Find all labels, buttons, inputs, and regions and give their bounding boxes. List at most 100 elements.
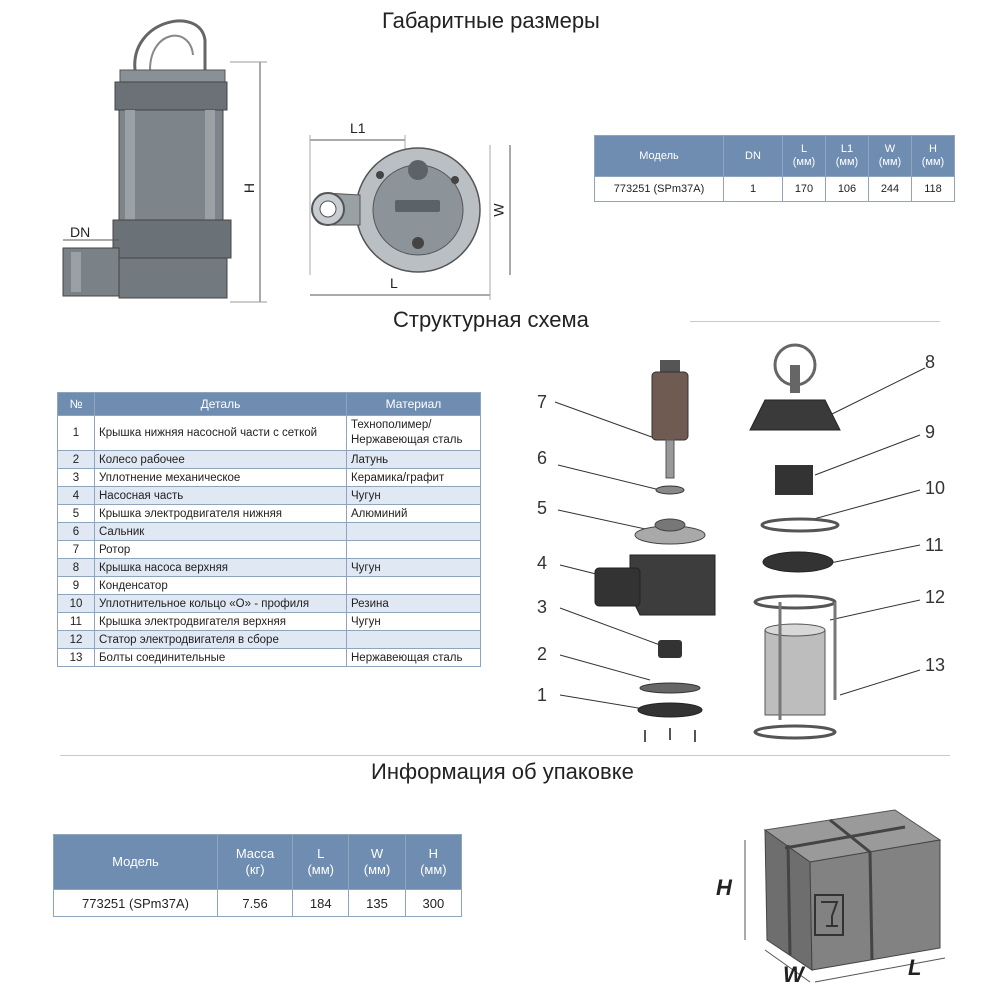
dimensions-table: Модель DN L(мм) L1(мм) W(мм) H(мм) 77325… (594, 135, 955, 202)
dim-label-l1: L1 (350, 120, 366, 136)
part-name: Сальник (94, 522, 347, 541)
callout-3: 3 (537, 597, 548, 617)
dim-cell-l1: 106 (825, 176, 869, 202)
pack-header-l: L(мм) (292, 834, 350, 890)
table-row: 1 Крышка нижняя насосной части с сеткой … (57, 415, 481, 451)
part-number: 6 (57, 522, 95, 541)
part-material (346, 630, 481, 649)
dim-header-w: W(мм) (868, 135, 912, 177)
part-material: Алюминий (346, 504, 481, 523)
callout-2: 2 (537, 644, 548, 664)
part-number: 11 (57, 612, 95, 631)
packaging-table: Модель Масса(кг) L(мм) W(мм) H(мм) 77325… (53, 834, 463, 917)
part-name: Уплотнительное кольцо «О» - профиля (94, 594, 347, 613)
table-row: 4 Насосная часть Чугун (57, 486, 481, 505)
part-name: Насосная часть (94, 486, 347, 505)
dim-cell-h: 118 (911, 176, 955, 202)
part-material: Нержавеющая сталь (346, 648, 481, 667)
parts-header-no: № (57, 392, 95, 416)
dim-cell-dn: 1 (723, 176, 783, 202)
part-name: Конденсатор (94, 576, 347, 595)
callout-10: 10 (925, 478, 946, 498)
box-label-l: L (908, 955, 922, 980)
pack-header-mass: Масса(кг) (216, 834, 294, 890)
divider-2 (60, 755, 950, 756)
part-number: 10 (57, 594, 95, 613)
table-row: 13 Болты соединительные Нержавеющая стал… (57, 648, 481, 667)
table-row: 2 Колесо рабочее Латунь (57, 450, 481, 469)
callout-12: 12 (925, 587, 946, 607)
part-number: 13 (57, 648, 95, 667)
divider-1 (690, 321, 940, 322)
callout-13: 13 (925, 655, 946, 675)
part-name: Колесо рабочее (94, 450, 347, 469)
pack-cell-model: 773251 (SPm37A) (53, 889, 218, 917)
dim-cell-w: 244 (868, 176, 912, 202)
part-material: Латунь (346, 450, 481, 469)
part-number: 9 (57, 576, 95, 595)
part-name: Болты соединительные (94, 648, 347, 667)
dim-header-l: L(мм) (782, 135, 826, 177)
part-number: 8 (57, 558, 95, 577)
part-material: Технополимер/ Нержавеющая сталь (346, 415, 481, 451)
part-material: Керамика/графит (346, 468, 481, 487)
dim-label-l: L (390, 275, 398, 291)
box-drawing (744, 809, 946, 983)
pump-top-drawing (309, 135, 511, 300)
dim-header-l1: L1(мм) (825, 135, 869, 177)
table-row: 5 Крышка электродвигателя нижняя Алюмини… (57, 504, 481, 523)
parts-table: № Деталь Материал 1 Крышка нижняя насосн… (57, 392, 481, 667)
callout-8: 8 (925, 352, 936, 372)
pack-cell-l: 184 (292, 889, 350, 917)
pack-cell-h: 300 (404, 889, 463, 917)
table-row: 12 Статор электродвигателя в сборе (57, 630, 481, 649)
callout-7: 7 (537, 392, 548, 412)
pack-header-h: H(мм) (404, 834, 463, 890)
table-row: 10 Уплотнительное кольцо «О» - профиля Р… (57, 594, 481, 613)
part-material: Чугун (346, 486, 481, 505)
callout-9: 9 (925, 422, 936, 442)
parts-header-part: Деталь (94, 392, 347, 416)
part-material (346, 522, 481, 541)
part-material: Резина (346, 594, 481, 613)
dim-label-dn: DN (70, 224, 91, 240)
part-number: 12 (57, 630, 95, 649)
part-material: Чугун (346, 612, 481, 631)
callout-4: 4 (537, 553, 548, 573)
part-name: Уплотнение механическое (94, 468, 347, 487)
part-number: 1 (57, 415, 95, 451)
exploded-view-drawing (554, 343, 926, 742)
dim-label-w: W (490, 203, 507, 217)
pack-header-w: W(мм) (348, 834, 406, 890)
dim-label-h: H (241, 182, 258, 194)
part-number: 5 (57, 504, 95, 523)
table-row: 8 Крышка насоса верхняя Чугун (57, 558, 481, 577)
dim-cell-model: 773251 (SPm37A) (594, 176, 724, 202)
pack-header-model: Модель (53, 834, 218, 890)
table-row: 6 Сальник (57, 522, 481, 541)
part-number: 4 (57, 486, 95, 505)
part-name: Статор электродвигателя в сборе (94, 630, 347, 649)
parts-header-material: Материал (346, 392, 481, 416)
table-row: 7 Ротор (57, 540, 481, 559)
part-name: Крышка нижняя насосной части с сеткой (94, 415, 347, 451)
part-material (346, 540, 481, 559)
part-number: 7 (57, 540, 95, 559)
table-row: 3 Уплотнение механическое Керамика/графи… (57, 468, 481, 487)
packaging-title: Информация об упаковке (371, 759, 634, 784)
part-number: 2 (57, 450, 95, 469)
dimensions-title: Габаритные размеры (382, 8, 600, 33)
part-number: 3 (57, 468, 95, 487)
part-name: Ротор (94, 540, 347, 559)
dim-header-model: Модель (594, 135, 724, 177)
box-label-h: H (716, 875, 732, 900)
table-row: 9 Конденсатор (57, 576, 481, 595)
part-material (346, 576, 481, 595)
part-name: Крышка электродвигателя нижняя (94, 504, 347, 523)
callout-1: 1 (537, 685, 548, 705)
pack-cell-w: 135 (348, 889, 406, 917)
callout-11: 11 (925, 535, 944, 555)
pack-cell-mass: 7.56 (216, 889, 294, 917)
box-label-w: W (783, 962, 804, 987)
structure-title: Структурная схема (393, 307, 589, 332)
